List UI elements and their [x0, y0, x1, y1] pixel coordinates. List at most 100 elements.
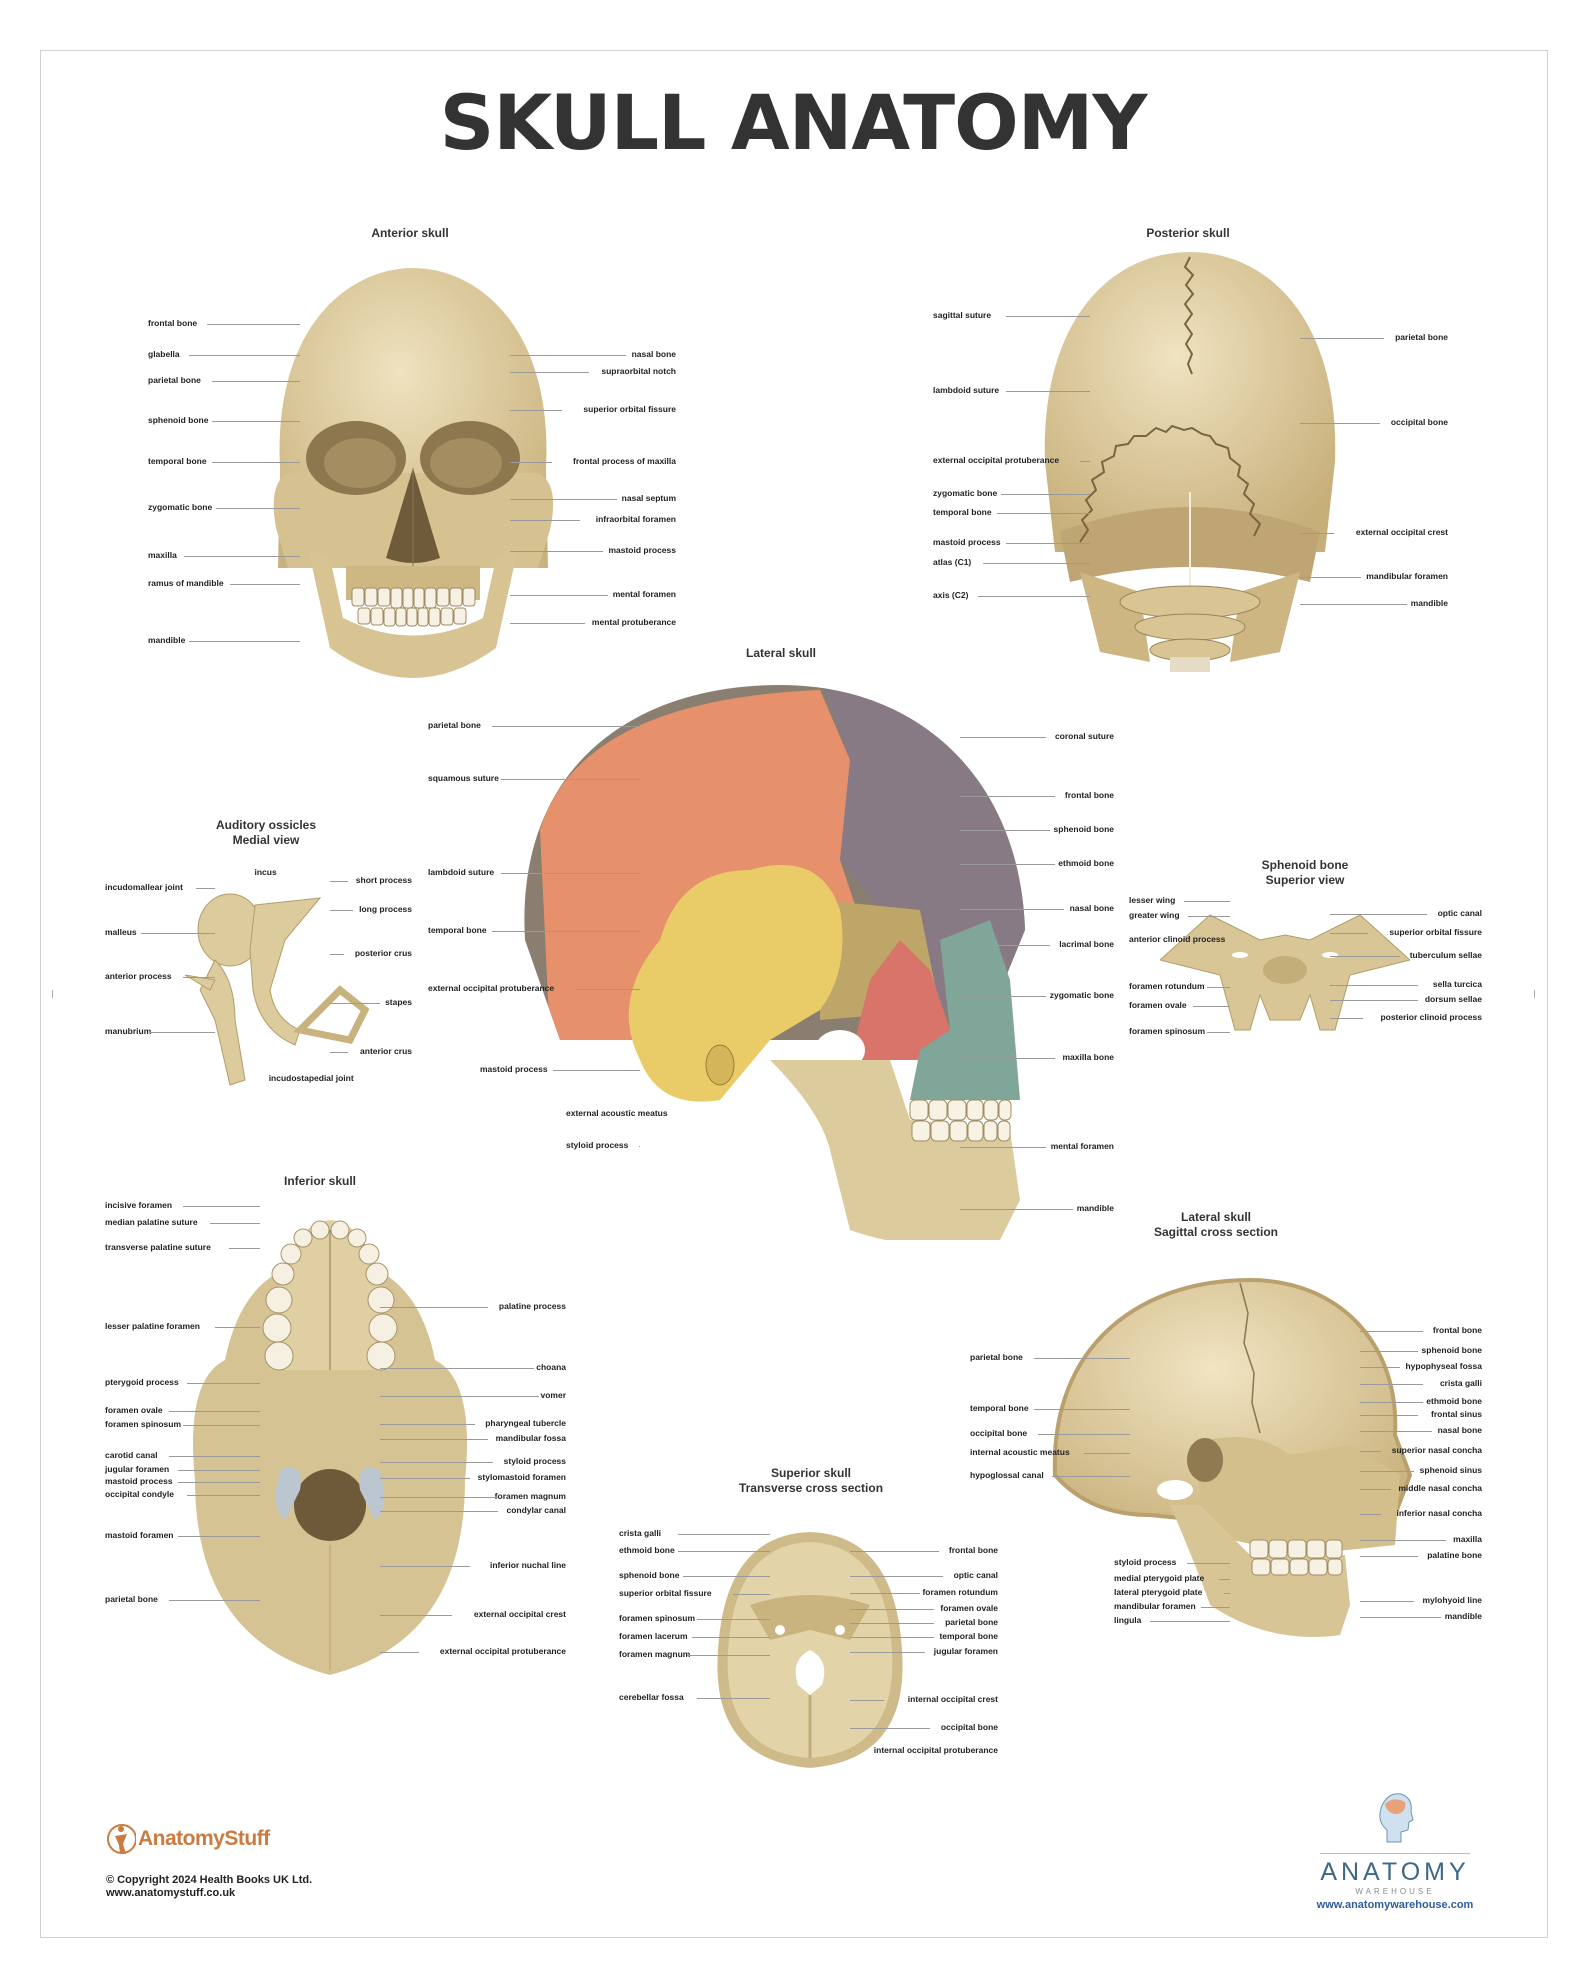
inferior-leader-line [182, 1206, 260, 1207]
superior-leader-line [696, 1619, 770, 1620]
poster-title: SKULL ANATOMY [439, 78, 1148, 167]
superior-label: occipital bone [940, 1722, 998, 1732]
superior-leader-line [692, 1637, 770, 1638]
anterior-label: zygomatic bone [148, 502, 213, 512]
sagittal-leader-line [1360, 1431, 1432, 1432]
sagittal-label: frontal sinus [1430, 1409, 1482, 1419]
copyright-text: © Copyright 2024 Health Books UK Ltd. [106, 1874, 313, 1886]
lateral-leader-line [960, 864, 1055, 865]
superior-leader-line [850, 1551, 939, 1552]
sagittal-leader-line [1223, 1593, 1230, 1594]
sagittal-label: internal acoustic meatus [970, 1447, 1070, 1457]
superior-leader-line [850, 1700, 884, 1701]
ossicles-panel-title: Medial view [232, 833, 300, 847]
anterior-label: infraorbital foramen [595, 514, 676, 524]
sagittal-panel-title: Lateral skull [1180, 1210, 1252, 1224]
lateral-label: mental foramen [1050, 1141, 1114, 1151]
superior-label: foramen magnum [619, 1649, 691, 1659]
anterior-label: sphenoid bone [148, 415, 209, 425]
inferior-label: stylomastoid foramen [477, 1472, 566, 1482]
anterior-leader-line [211, 381, 300, 382]
lateral-leader-line [960, 945, 1051, 946]
inferior-label: parietal bone [105, 1594, 158, 1604]
superior-label: superior orbital fissure [619, 1588, 712, 1598]
sphenoid-leader-line [1192, 1006, 1230, 1007]
anterior-leader-line [230, 584, 300, 585]
sphenoid-label: foramen ovale [1129, 1000, 1187, 1010]
superior-label: internal occipital crest [907, 1694, 998, 1704]
ossicles-label: long process [359, 904, 412, 914]
sagittal-label: palatine bone [1427, 1550, 1482, 1560]
sagittal-panel-title: Sagittal cross section [1153, 1225, 1279, 1239]
posterior-label: occipital bone [1390, 417, 1448, 427]
sphenoid-label: foramen spinosum [1129, 1026, 1206, 1036]
sphenoid-label: posterior clinoid process [1380, 1012, 1482, 1022]
inferior-leader-line [178, 1536, 260, 1537]
inferior-leader-line [214, 1327, 260, 1328]
inferior-leader-line [380, 1424, 475, 1425]
posterior-label: mandibular foramen [1366, 571, 1448, 581]
anterior-leader-line [211, 421, 300, 422]
superior-label: foramen spinosum [619, 1613, 696, 1623]
inferior-panel-title: Inferior skull [283, 1174, 357, 1188]
lateral-label: nasal bone [1069, 903, 1114, 913]
superior-label: ethmoid bone [619, 1545, 675, 1555]
sagittal-label: nasal bone [1437, 1425, 1482, 1435]
sagittal-label: occipital bone [970, 1428, 1028, 1438]
anatomy-warehouse-logo-sub: WAREHOUSE [1355, 1887, 1435, 1896]
superior-label: optic canal [953, 1570, 998, 1580]
inferior-label: styloid process [503, 1456, 566, 1466]
superior-leader-line [733, 1594, 770, 1595]
sphenoid-label: lesser wing [1129, 895, 1176, 905]
lateral-leader-line [639, 1146, 640, 1147]
inferior-leader-line [168, 1600, 260, 1601]
anatomy-warehouse-url[interactable]: www.anatomywarehouse.com [1316, 1899, 1474, 1911]
lateral-label: lambdoid suture [428, 867, 495, 877]
superior-leader-line [850, 1576, 944, 1577]
anatomystuff-url[interactable]: www.anatomystuff.co.uk [106, 1887, 236, 1899]
ossicles-label: anterior process [105, 971, 172, 981]
sagittal-label: styloid process [1114, 1557, 1177, 1567]
ossicles-leader-line [330, 954, 344, 955]
ossicles-panel-title: Auditory ossicles [215, 818, 317, 832]
lateral-leader-line [553, 1070, 640, 1071]
sagittal-label: crista galli [1439, 1378, 1482, 1388]
anterior-label: mental foramen [612, 589, 676, 599]
lateral-leader-line [491, 726, 640, 727]
anterior-label: maxilla [148, 550, 177, 560]
anatomystuff-logo: AnatomyStuff [106, 1818, 312, 1860]
sagittal-leader-line [1052, 1476, 1130, 1477]
anterior-leader-line [510, 551, 603, 552]
ossicles-leader-line [141, 933, 215, 934]
anterior-leader-line [510, 462, 553, 463]
posterior-leader-line [978, 596, 1090, 597]
sagittal-leader-line [1200, 1607, 1230, 1608]
anterior-label: nasal bone [631, 349, 676, 359]
sagittal-label: hypophyseal fossa [1405, 1361, 1482, 1371]
sagittal-label: mylohyoid line [1422, 1595, 1482, 1605]
superior-label: internal occipital protuberance [873, 1745, 998, 1755]
anatomystuff-logo-text: AnatomyStuff [138, 1827, 270, 1850]
inferior-label: vomer [540, 1390, 566, 1400]
anterior-label: mental protuberance [591, 617, 676, 627]
inferior-label: lesser palatine foramen [105, 1321, 200, 1331]
inferior-label: external occipital crest [473, 1609, 566, 1619]
superior-leader-line [678, 1534, 770, 1535]
ossicles-leader-line [330, 1003, 381, 1004]
anterior-leader-line [510, 520, 580, 521]
lateral-label: external acoustic meatus [566, 1108, 668, 1118]
superior-panel-title: Transverse cross section [738, 1481, 884, 1495]
ossicles-leader-line [196, 888, 215, 889]
lateral-leader-line [960, 737, 1046, 738]
ossicles-leader-line [330, 1052, 349, 1053]
ossicles-leader-line [150, 1032, 215, 1033]
sagittal-leader-line [1150, 1621, 1230, 1622]
posterior-label: zygomatic bone [933, 488, 998, 498]
anterior-label: mastoid process [608, 545, 676, 555]
posterior-label: sagittal suture [933, 310, 992, 320]
lateral-label: parietal bone [428, 720, 481, 730]
anterior-label: glabella [148, 349, 180, 359]
ossicles-label: incus [254, 867, 277, 877]
sagittal-leader-line [1038, 1434, 1130, 1435]
anterior-skull-illustration [273, 268, 554, 678]
